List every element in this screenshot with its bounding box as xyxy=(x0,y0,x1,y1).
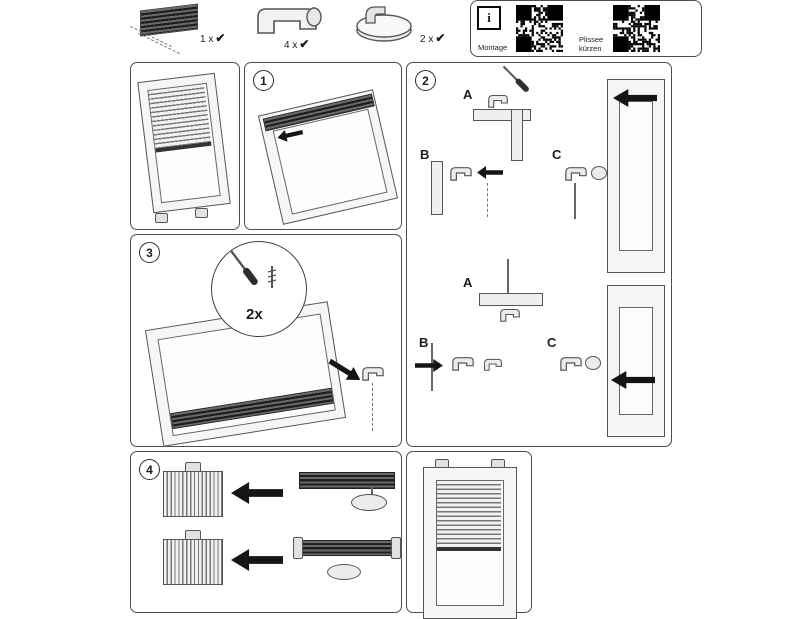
screw-count: 2x xyxy=(246,306,263,323)
bracket-icon xyxy=(361,365,385,381)
window-illustration xyxy=(257,89,399,225)
bracket-icon xyxy=(451,355,475,371)
qr-code-kuerzen-icon xyxy=(613,5,660,52)
bracket-icon xyxy=(155,213,168,223)
pole-guide xyxy=(372,383,373,431)
frame-pole xyxy=(507,259,509,293)
checkmark-icon: ✔ xyxy=(299,37,310,51)
window-glass xyxy=(619,307,653,415)
pleated-blind xyxy=(148,84,212,149)
window-illustration xyxy=(137,72,231,214)
info-icon-letter: i xyxy=(487,10,491,25)
overview-panel xyxy=(130,62,240,230)
bracket-icon xyxy=(195,208,208,218)
arrow-left-icon xyxy=(231,549,283,571)
window-glass xyxy=(619,101,653,251)
instruction-sheet: { "parts": { "items": [ {"count": "1 x",… xyxy=(130,0,702,619)
frame-pole xyxy=(574,183,576,219)
frame-edge xyxy=(431,161,443,215)
checkmark-icon: ✔ xyxy=(435,31,446,45)
arrow-left-icon xyxy=(477,166,503,179)
step2-panel: 2 A B C A B C xyxy=(406,62,672,447)
step-number: 1 xyxy=(260,73,267,88)
screw-icon xyxy=(267,266,277,288)
guide-line xyxy=(138,32,180,55)
label-a: A xyxy=(463,87,473,102)
cap-icon xyxy=(585,356,601,370)
checkmark-icon: ✔ xyxy=(215,31,226,45)
step-number: 4 xyxy=(146,462,153,477)
screwdriver-icon xyxy=(224,248,265,289)
qr-label-kuerzen: Plissee kürzen xyxy=(579,35,604,53)
part-pleated-stack-icon xyxy=(140,3,198,37)
magnifier-circle: 2x xyxy=(211,241,307,337)
guide-line xyxy=(487,183,488,217)
step1-panel: 1 xyxy=(244,62,402,230)
label-b: B xyxy=(420,147,430,162)
step4-panel: 4 xyxy=(130,451,402,613)
handle-bar xyxy=(437,547,501,551)
bracket-icon xyxy=(499,307,521,322)
step-badge: 4 xyxy=(139,459,160,480)
arrow-left-icon xyxy=(231,482,283,504)
rail xyxy=(299,472,395,489)
pleated-fabric xyxy=(163,471,223,517)
part-bracket-icon xyxy=(257,7,322,34)
part-count: 2 x✔ xyxy=(420,31,445,45)
arrow-down-right-icon xyxy=(326,355,364,387)
clip-oval-icon xyxy=(327,564,361,580)
label-c: C xyxy=(547,335,557,350)
frame-edge xyxy=(479,293,543,306)
arrow-left-icon xyxy=(276,125,304,143)
step-badge: 2 xyxy=(415,70,436,91)
part-count-label: 4 x xyxy=(284,40,298,51)
end-cap-icon xyxy=(293,537,303,559)
label-b: B xyxy=(419,335,429,350)
info-icon: i xyxy=(477,6,501,30)
bracket-icon xyxy=(564,165,588,181)
part-count-label: 2 x xyxy=(420,34,434,45)
label-c: C xyxy=(552,147,562,162)
bracket-icon xyxy=(449,165,473,181)
clip-stem xyxy=(371,486,373,496)
screwdriver-icon xyxy=(501,64,531,94)
cap-icon xyxy=(591,166,607,180)
step-badge: 1 xyxy=(253,70,274,91)
step-badge: 3 xyxy=(139,242,160,263)
bracket-icon xyxy=(487,93,509,108)
pleated-fabric xyxy=(163,539,223,585)
bracket-icon xyxy=(483,357,503,371)
clip-oval-icon xyxy=(351,494,387,511)
qr-label-montage: Montage xyxy=(478,43,508,52)
bracket-icon xyxy=(559,355,583,371)
rail xyxy=(299,540,395,556)
step3-panel: 3 2x xyxy=(130,234,402,447)
pleated-blind xyxy=(437,481,501,547)
part-count-label: 1 x xyxy=(200,34,214,45)
info-box: i Montage Plissee kürzen xyxy=(470,0,702,57)
part-count: 1 x✔ xyxy=(200,31,225,45)
frame-corner-vertical xyxy=(511,109,523,161)
qr-code-montage-icon xyxy=(516,5,563,52)
part-clamp-icon xyxy=(356,6,412,42)
part-count: 4 x✔ xyxy=(284,37,309,51)
arrow-left-icon xyxy=(613,89,657,107)
arrow-right-icon xyxy=(415,359,443,372)
result-panel xyxy=(406,451,532,619)
label-a: A xyxy=(463,275,473,290)
step-number: 3 xyxy=(146,245,153,260)
step-number: 2 xyxy=(422,73,429,88)
arrow-left-icon xyxy=(611,371,655,389)
end-cap-icon xyxy=(391,537,401,559)
